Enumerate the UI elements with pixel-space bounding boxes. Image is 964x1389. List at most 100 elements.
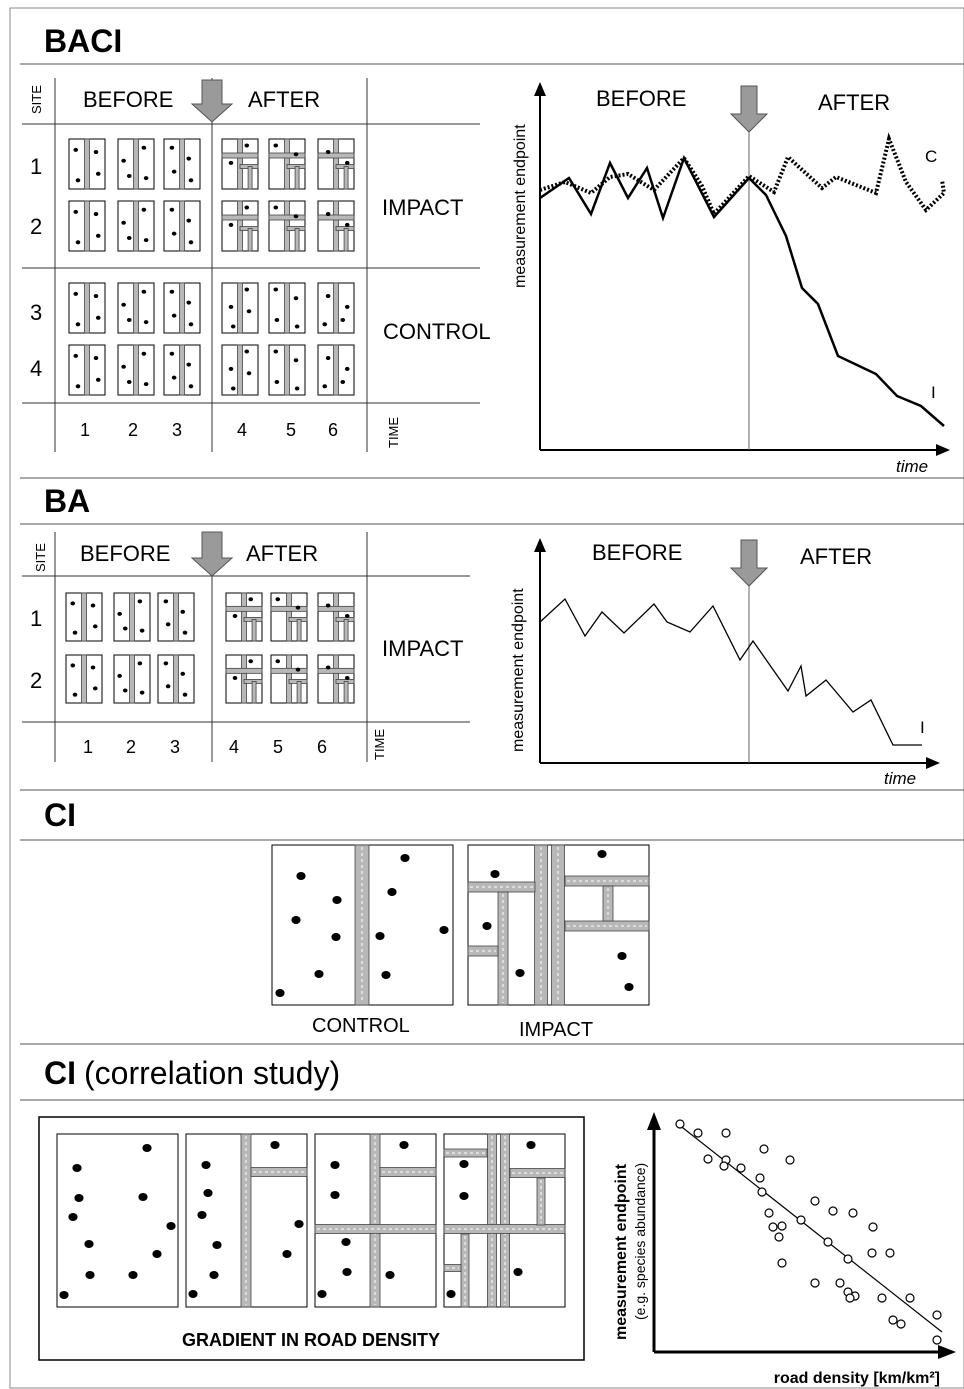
animal-dot — [293, 152, 299, 157]
animal-dot — [95, 315, 101, 320]
animal-dot — [325, 212, 331, 217]
animal-dot — [126, 379, 132, 384]
scatter-point — [759, 1144, 769, 1154]
animal-dot — [293, 214, 299, 219]
animal-dot — [126, 235, 132, 240]
road — [333, 344, 339, 396]
road — [333, 592, 339, 642]
scatter-point — [777, 1221, 787, 1231]
animal-dot — [273, 349, 279, 354]
animal-dot — [332, 896, 342, 904]
baci-time-num: 5 — [286, 420, 296, 440]
animal-dot — [73, 291, 79, 296]
animal-dot — [617, 952, 627, 960]
ba-plot-y-arrowhead — [534, 538, 546, 552]
animal-dot — [322, 384, 328, 389]
baci-group-control: CONTROL — [383, 319, 491, 344]
road — [343, 619, 349, 642]
baci-site-num: 3 — [30, 300, 42, 325]
animal-dot — [95, 171, 101, 176]
ba-plot-arrow — [729, 539, 769, 587]
animal-dot — [139, 628, 145, 633]
animal-dot — [74, 1194, 84, 1202]
animal-dot — [201, 1161, 211, 1169]
corr-regression-line — [677, 1123, 943, 1333]
ba-intervention-arrow — [190, 531, 234, 577]
baci-plot-y-arrowhead — [534, 82, 546, 96]
animal-dot — [141, 351, 147, 356]
animal-dot — [228, 304, 234, 309]
road — [284, 200, 290, 252]
road — [133, 344, 139, 396]
ci-impact-label: IMPACT — [519, 1019, 593, 1041]
road — [333, 654, 339, 704]
animal-dot — [93, 356, 99, 361]
baci-time-num: 2 — [128, 420, 138, 440]
ba-time-num: 6 — [317, 737, 327, 757]
scatter-point — [675, 1119, 685, 1129]
road — [270, 667, 308, 674]
corr-plot-x-arrowhead — [938, 1345, 956, 1359]
road — [237, 282, 243, 334]
corr-scatter-points — [675, 1119, 942, 1345]
ba-time-num: 5 — [273, 737, 283, 757]
ci-landscapes — [271, 844, 650, 1006]
animal-dot — [180, 671, 186, 676]
animal-dot — [92, 624, 98, 629]
road — [173, 654, 179, 704]
animal-dot — [188, 240, 194, 245]
animal-dot — [188, 384, 194, 389]
animal-dot — [137, 661, 143, 666]
animal-dot — [143, 320, 149, 325]
scatter-point — [777, 1258, 787, 1268]
scatter-point — [774, 1232, 784, 1242]
ba-site-tiles — [65, 592, 355, 704]
baci-time-num: 4 — [237, 420, 247, 440]
road — [133, 282, 139, 334]
animal-dot — [163, 599, 169, 604]
animal-dot — [126, 173, 132, 178]
road — [284, 138, 290, 190]
animal-dot — [117, 673, 122, 678]
animal-dot — [75, 384, 81, 389]
road — [179, 200, 185, 252]
road — [173, 592, 179, 642]
baci-time-num: 6 — [328, 420, 338, 440]
animal-dot — [90, 603, 96, 608]
animal-dot — [75, 240, 81, 245]
animal-dot — [75, 178, 81, 183]
animal-dot — [275, 989, 285, 997]
animal-dot — [141, 207, 147, 212]
animal-dot — [293, 296, 299, 301]
road — [247, 166, 253, 190]
scatter-point — [823, 1237, 833, 1247]
animal-dot — [180, 609, 186, 614]
road — [84, 200, 90, 252]
scatter-point — [932, 1310, 942, 1320]
ci-section: CI CONTROL IMPACT — [20, 797, 964, 1041]
animal-dot — [344, 613, 350, 618]
scatter-point — [896, 1319, 906, 1329]
animal-dot — [400, 854, 410, 862]
animal-dot — [399, 1141, 409, 1149]
animal-dot — [244, 205, 250, 210]
animal-dot — [314, 970, 324, 978]
ba-site-num: 2 — [30, 668, 42, 693]
ba-after-label: AFTER — [246, 541, 318, 566]
animal-dot — [186, 362, 192, 367]
road — [317, 605, 355, 612]
animal-dot — [515, 969, 525, 977]
ba-time-num: 1 — [83, 737, 93, 757]
animal-dot — [171, 231, 177, 236]
scatter-point — [785, 1155, 795, 1165]
animal-dot — [270, 1141, 280, 1149]
road — [251, 619, 257, 642]
road — [343, 228, 349, 252]
baci-after-label: AFTER — [248, 87, 320, 112]
ba-time-num: 4 — [229, 737, 239, 757]
scatter-point — [877, 1293, 887, 1303]
animal-dot — [228, 366, 234, 371]
animal-dot — [186, 156, 192, 161]
road — [84, 344, 90, 396]
animal-dot — [295, 667, 301, 672]
